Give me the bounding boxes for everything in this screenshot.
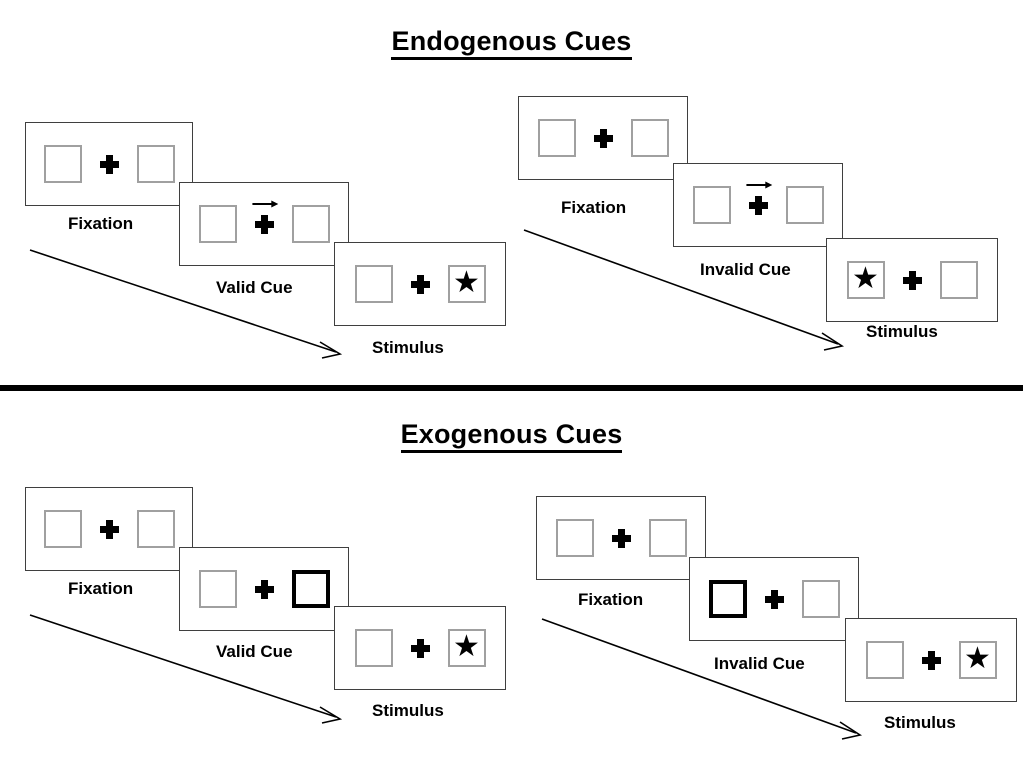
caption-exogenous-valid-fixation: Fixation [68,579,134,598]
fixation-cross-icon [410,274,430,294]
caption-exogenous-invalid-fixation: Fixation [578,590,644,609]
fixation-cross-icon [748,195,768,215]
left-box [43,510,82,548]
fixation-cross-icon [902,270,922,290]
fixation-cross-icon [593,128,613,148]
fixation-cross-icon [99,154,119,174]
right-box [136,510,175,548]
fixation-cross-icon [99,519,119,539]
time-arrow-endogenous-invalid [523,229,845,351]
fixation-cross-icon [764,589,784,609]
right-box [291,205,330,243]
left-box [692,186,731,224]
right-box-target: ★ [447,265,486,303]
left-box [865,641,904,679]
section-title-endogenous: Endogenous Cues [0,26,1023,60]
caption-endogenous-invalid-stimulus: Stimulus [866,322,938,341]
panel-endogenous-invalid-cue [673,163,843,247]
star-icon: ★ [964,642,991,675]
caption-exogenous-valid-cue: Valid Cue [216,642,293,661]
fixation-cross-icon [410,638,430,658]
central-cue [746,181,773,215]
right-box [785,186,824,224]
right-box [648,519,687,557]
section-title-endogenous-text: Endogenous Cues [391,26,632,60]
cue-arrow-right-icon [252,200,279,207]
caption-exogenous-invalid-cue: Invalid Cue [714,654,805,673]
left-box [555,519,594,557]
time-arrow-endogenous-valid [29,249,343,359]
left-box [43,145,82,183]
star-icon: ★ [453,630,480,663]
time-arrow-exogenous-valid [29,614,343,724]
caption-endogenous-invalid-fixation: Fixation [561,198,627,217]
central-cue [252,200,279,234]
left-box [198,570,237,608]
section-title-exogenous: Exogenous Cues [0,419,1023,453]
left-box [354,265,393,303]
left-box [537,119,576,157]
right-box [939,261,978,299]
caption-endogenous-valid-fixation: Fixation [68,214,134,233]
time-arrow-exogenous-invalid [541,618,863,740]
left-box-target: ★ [846,261,885,299]
right-box [630,119,669,157]
right-box-target: ★ [447,629,486,667]
panel-endogenous-valid-stimulus: ★ [334,242,506,326]
right-box [801,580,840,618]
right-box-target: ★ [958,641,997,679]
panel-exogenous-invalid-cue [689,557,859,641]
caption-endogenous-valid-cue: Valid Cue [216,278,293,297]
left-box [198,205,237,243]
panel-exogenous-valid-fixation [25,487,193,571]
right-box-cued [291,570,330,608]
left-box-cued [708,580,747,618]
caption-endogenous-invalid-cue: Invalid Cue [700,260,791,279]
panel-endogenous-valid-fixation [25,122,193,206]
star-icon: ★ [852,262,879,295]
section-title-exogenous-text: Exogenous Cues [400,419,623,453]
panel-exogenous-valid-cue [179,547,349,631]
fixation-cross-icon [254,579,274,599]
cue-arrow-right-icon [746,181,773,188]
caption-exogenous-valid-stimulus: Stimulus [372,701,444,720]
caption-endogenous-valid-stimulus: Stimulus [372,338,444,357]
panel-exogenous-valid-stimulus: ★ [334,606,506,690]
fixation-cross-icon [611,528,631,548]
panel-exogenous-invalid-fixation [536,496,706,580]
section-divider [0,385,1023,391]
caption-exogenous-invalid-stimulus: Stimulus [884,713,956,732]
fixation-cross-icon [921,650,941,670]
panel-endogenous-valid-cue [179,182,349,266]
panel-endogenous-invalid-stimulus: ★ [826,238,998,322]
left-box [354,629,393,667]
panel-exogenous-invalid-stimulus: ★ [845,618,1017,702]
right-box [136,145,175,183]
star-icon: ★ [453,266,480,299]
panel-endogenous-invalid-fixation [518,96,688,180]
fixation-cross-icon [254,214,274,234]
